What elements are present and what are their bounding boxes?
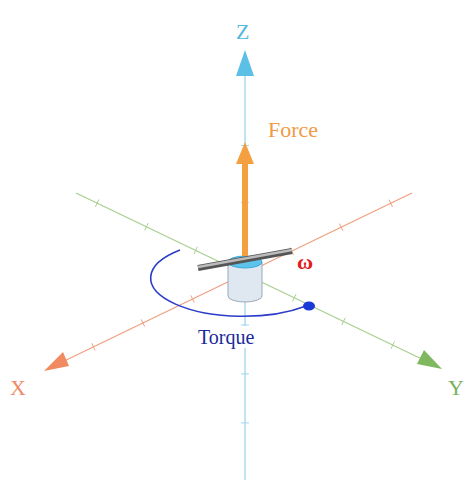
z-axis-label: Z [236, 20, 249, 44]
axis-tick [339, 224, 342, 231]
x-arrowhead [44, 352, 69, 371]
axis-tick [241, 422, 249, 423]
axis-tick [293, 294, 296, 301]
y-axis [76, 193, 428, 362]
axis-tick [241, 373, 249, 374]
torque-arc [151, 250, 306, 316]
z-arrowhead [236, 50, 254, 76]
y-arrowhead [417, 350, 442, 369]
force-label: Force [268, 118, 318, 142]
axis-tick [95, 200, 98, 207]
axis-tick [342, 318, 345, 325]
torque-label: Torque [196, 326, 256, 348]
axis-tick [141, 319, 144, 326]
y-axis-label: Y [448, 376, 464, 400]
axis-tick [191, 295, 194, 302]
axis-tick [92, 343, 95, 350]
force-arrowhead [236, 142, 254, 164]
axis-tick [145, 223, 148, 230]
x-axis-label: X [10, 376, 26, 400]
torque-dot [303, 302, 315, 311]
force-shaft [242, 162, 248, 256]
axis-tick [391, 341, 394, 348]
axis-tick [194, 247, 197, 254]
omega-label: ω [297, 250, 313, 274]
x-axis [58, 193, 412, 364]
axis-tick [389, 200, 392, 207]
axis-ticks [92, 145, 395, 422]
